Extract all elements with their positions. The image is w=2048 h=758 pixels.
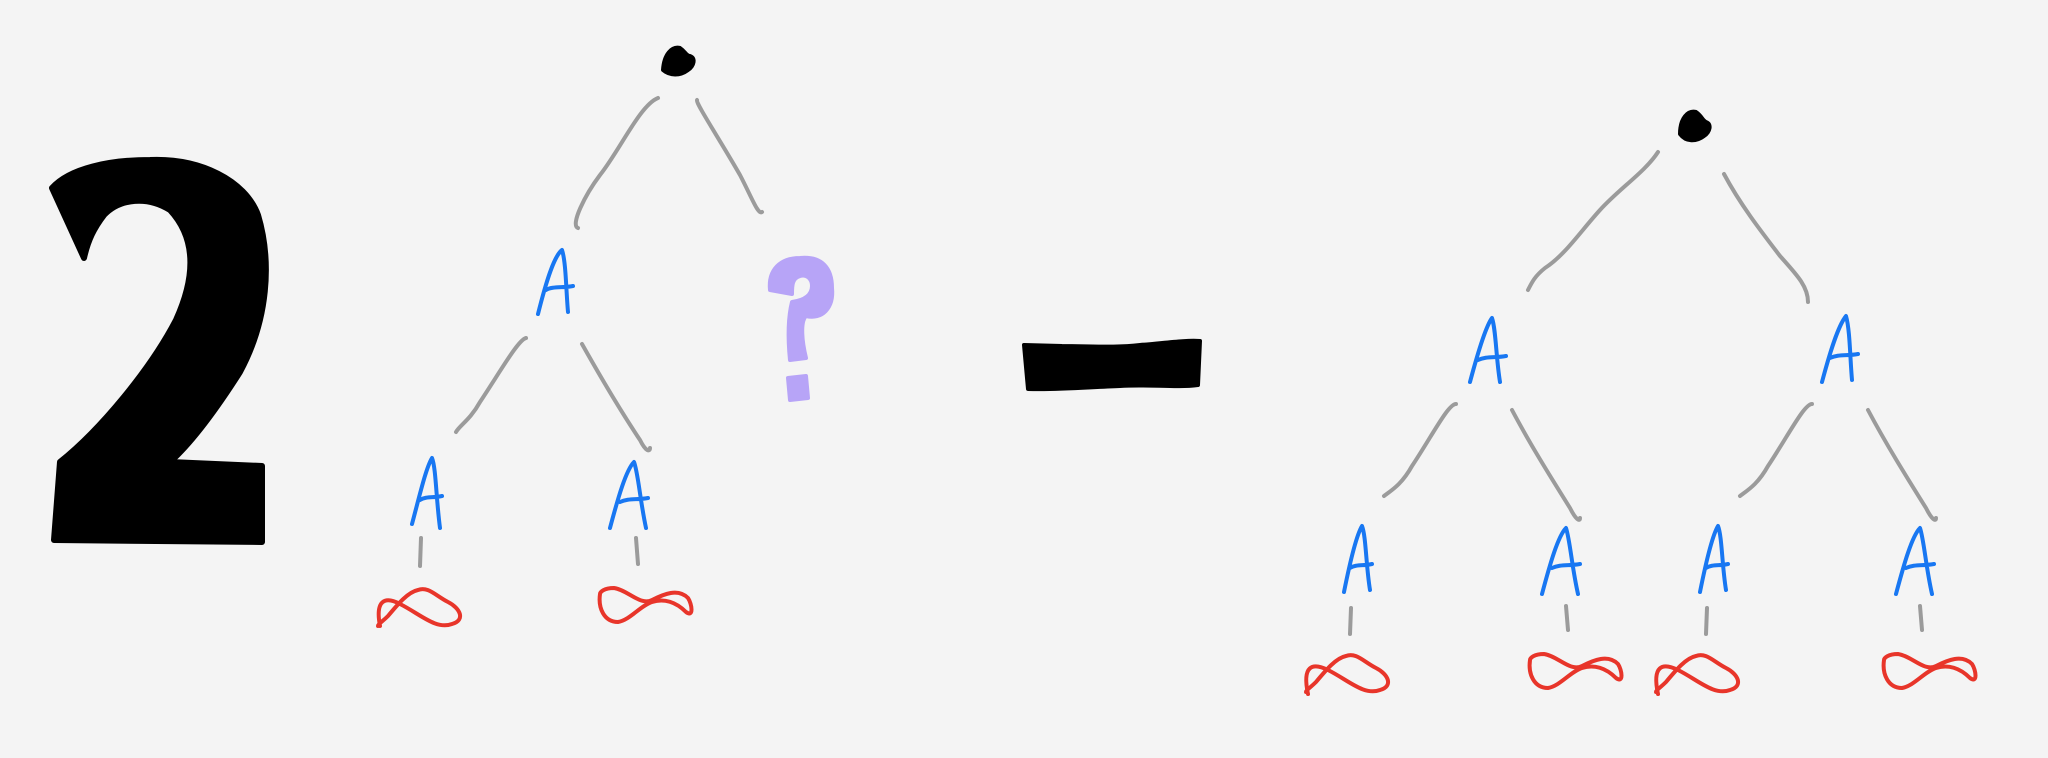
edge — [1510, 408, 1582, 522]
nonterminal-node: A — [1820, 314, 1860, 384]
nonterminal-node: A — [410, 456, 444, 530]
edge — [573, 96, 660, 230]
edge — [1918, 604, 1924, 632]
minus-sign: − — [1022, 338, 1202, 392]
infinity-icon — [1654, 653, 1741, 696]
edge — [418, 536, 423, 568]
coefficient-two: 2 — [49, 156, 269, 545]
infinity-icon — [1304, 653, 1391, 696]
filled-dot-icon — [661, 45, 696, 77]
unknown-node: ? — [767, 255, 835, 402]
edge — [1704, 606, 1709, 636]
edge — [1564, 604, 1570, 632]
edge — [580, 342, 652, 453]
nonterminal-node: A — [1342, 524, 1374, 594]
filled-dot-icon — [1678, 109, 1712, 143]
edge — [1738, 402, 1814, 498]
nonterminal-node: A — [1540, 526, 1582, 596]
edge — [1348, 606, 1353, 636]
infinity-icon — [1881, 652, 1978, 690]
edge — [694, 98, 764, 215]
infinity-icon — [597, 586, 694, 624]
infinity-icon — [1527, 652, 1624, 690]
left-tree: A A A ? — [376, 45, 835, 628]
edge — [634, 536, 640, 566]
infinity-icon — [376, 587, 463, 628]
nonterminal-node: A — [1468, 316, 1508, 384]
edge — [1866, 408, 1938, 522]
nonterminal-node: A — [536, 248, 575, 316]
edge — [1722, 172, 1810, 304]
edge — [1382, 402, 1458, 498]
nonterminal-node: A — [1698, 524, 1730, 594]
right-tree: A A A A A A — [1304, 109, 1978, 696]
edge — [1526, 150, 1660, 292]
nonterminal-node: A — [608, 460, 650, 530]
edge — [454, 336, 528, 434]
nonterminal-node: A — [1894, 526, 1936, 596]
